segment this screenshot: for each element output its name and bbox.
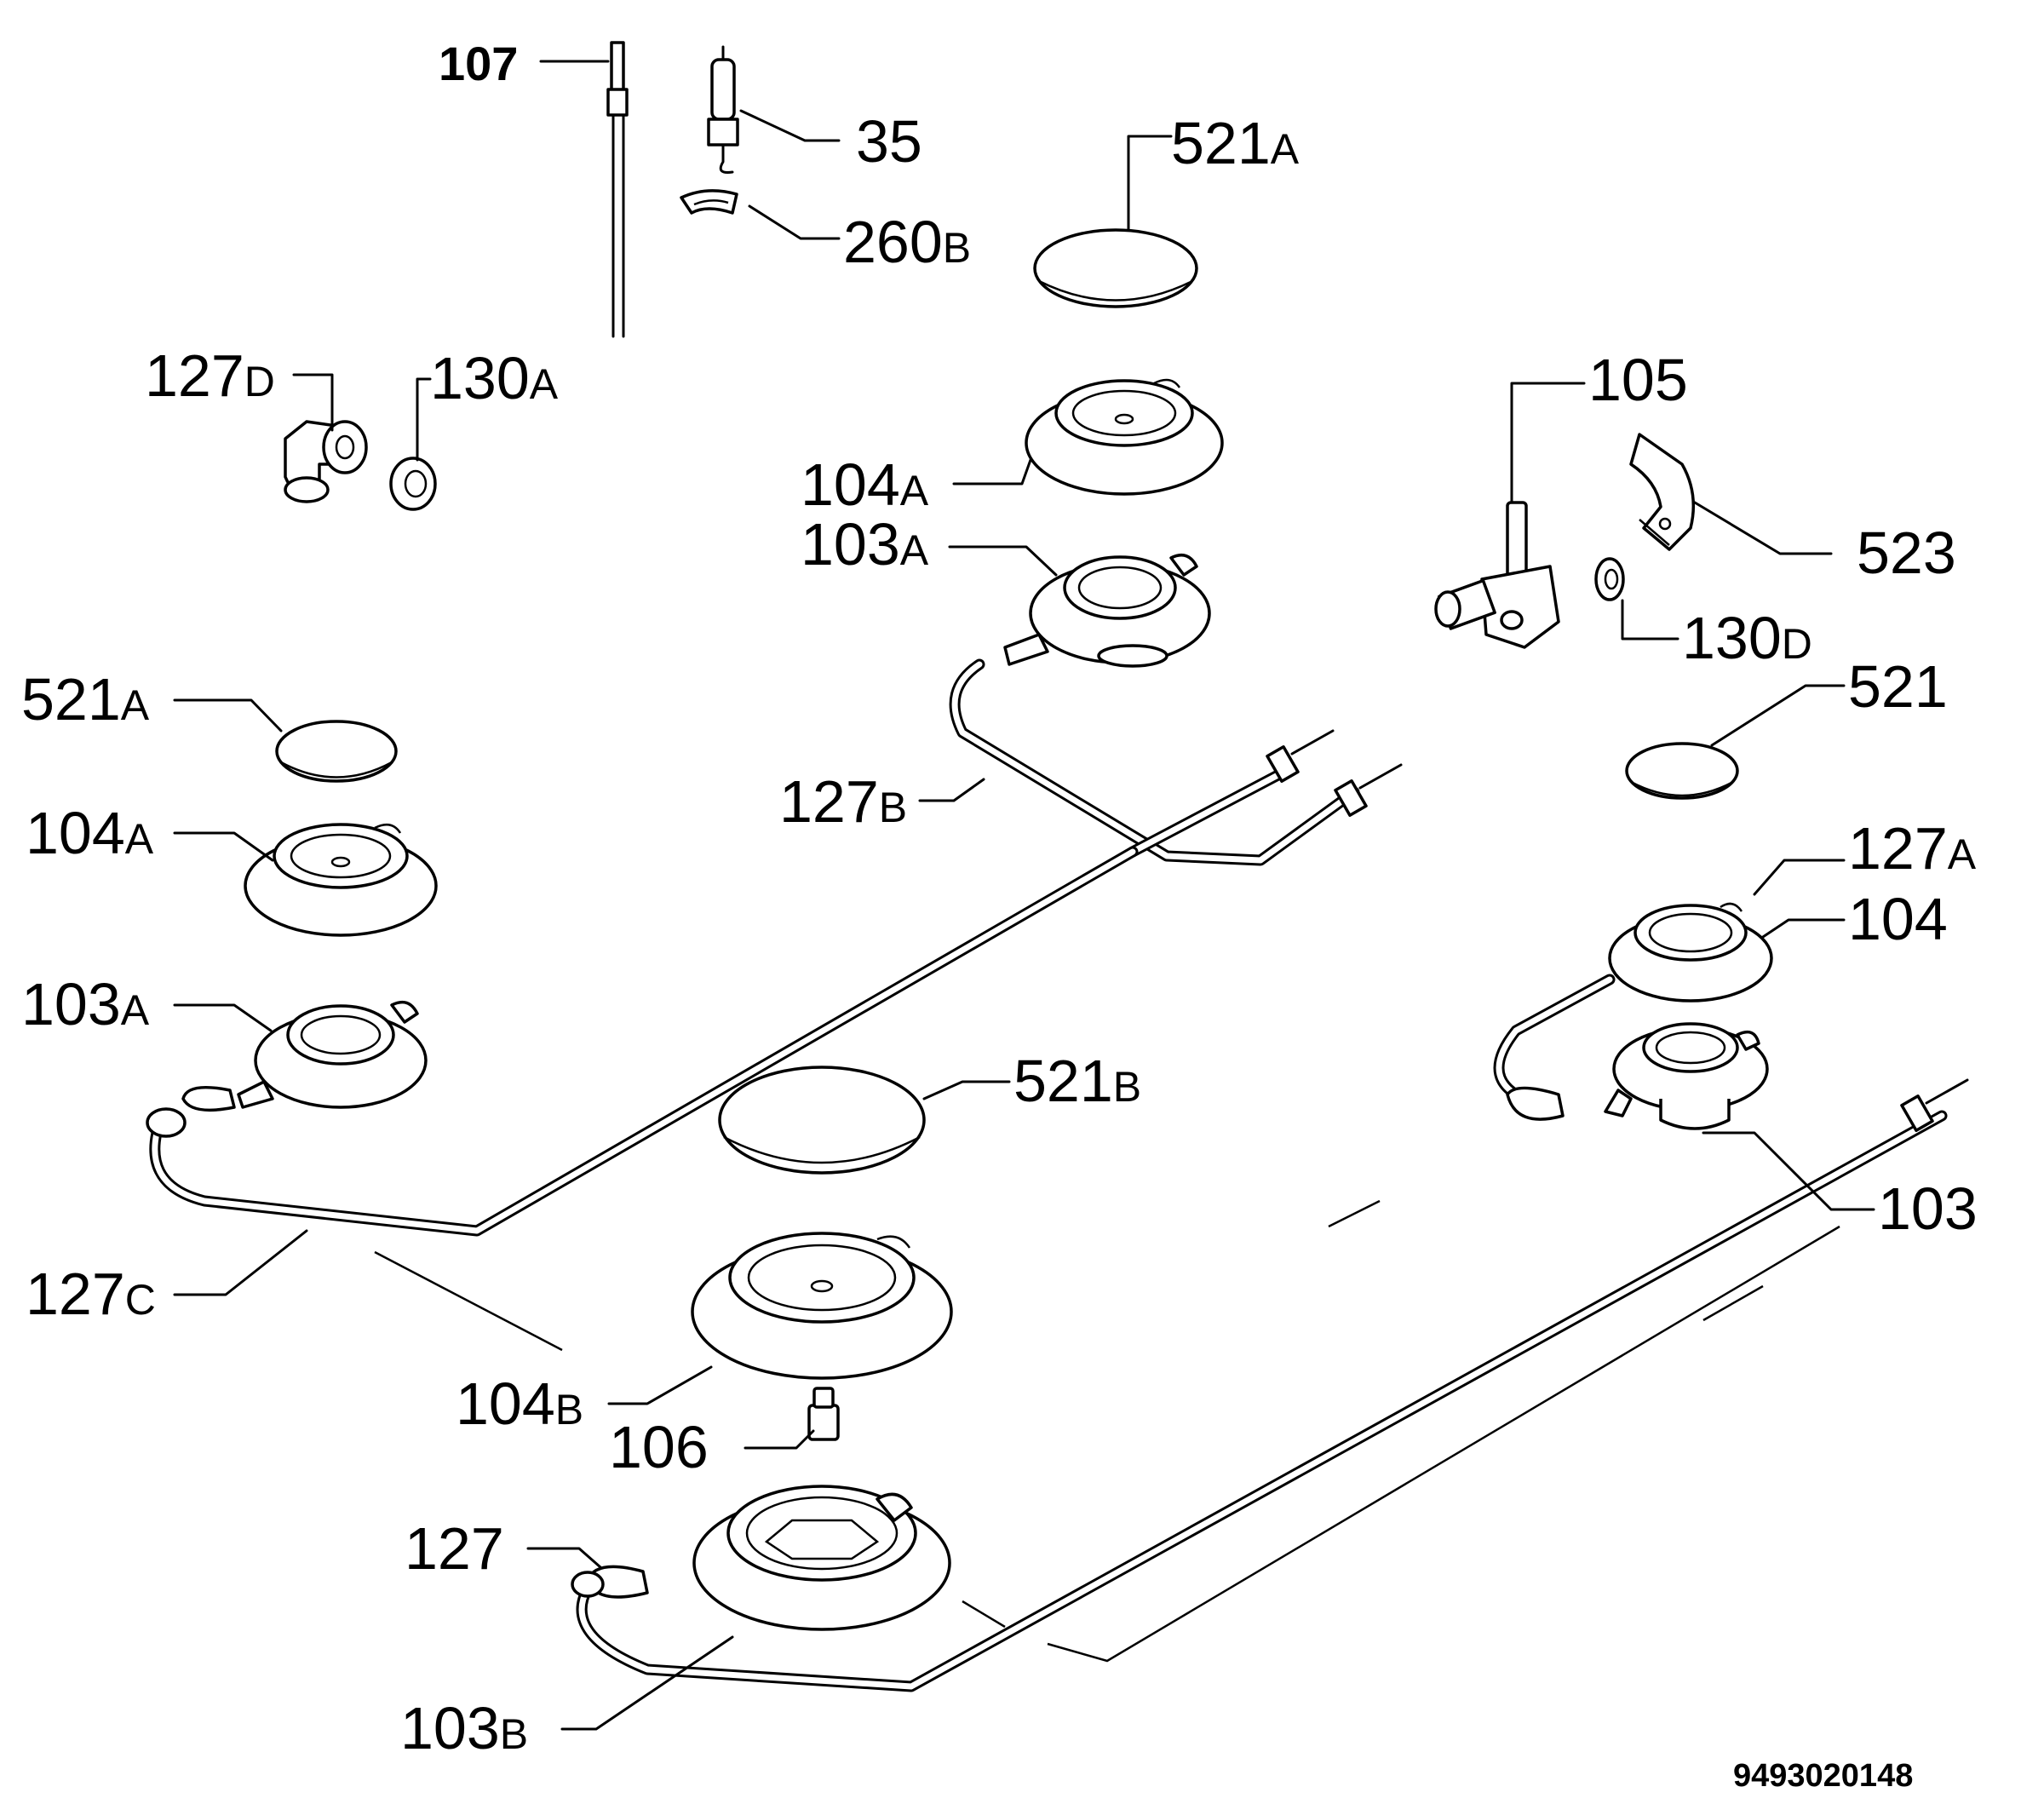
washer-130d [1594,557,1625,601]
label-521a-left: 521A [21,666,150,733]
label-521b: 521B [1013,1048,1141,1114]
burner-cap-521a-left [275,720,398,783]
label-104: 104 [1848,886,1948,952]
burner-crown-104b [691,1232,953,1380]
label-127c: 127C [26,1261,156,1327]
label-130d: 130D [1682,605,1812,671]
label-104b: 104B [456,1370,583,1437]
burner-base-103a-top [1003,553,1211,668]
burner-cap-521 [1625,742,1739,800]
label-130a: 130A [430,345,559,411]
burner-base-103 [1506,1022,1769,1130]
label-103a-top: 103A [801,511,929,577]
clip-260b [680,189,738,215]
label-103a-left: 103A [21,971,150,1037]
burner-crown-104a-left [244,823,438,937]
label-103: 103 [1878,1175,1978,1242]
burner-cap-521b [718,1066,926,1175]
burner-base-103b [571,1485,951,1631]
bracket-523 [1629,433,1696,551]
burner-cap-521a-top [1033,228,1198,308]
label-523: 523 [1857,520,1956,586]
gas-valve-105 [1434,501,1560,649]
label-104a-left: 104A [26,800,154,866]
burner-base-103a-left [146,1000,428,1138]
label-105: 105 [1588,347,1688,413]
ignition-electrode-35 [707,45,739,174]
thermocouple-107 [606,41,629,338]
label-127: 127 [405,1515,504,1582]
burner-crown-104 [1608,902,1773,1003]
washer-130a [389,457,437,511]
leader-lines [173,60,1875,1731]
label-127a: 127A [1848,815,1977,882]
label-104a-top: 104A [801,451,929,518]
label-103b: 103B [400,1695,528,1761]
injector-106 [807,1387,840,1441]
part-labels: 107 35 260B 521A 127D 130A 104A 103A 105… [21,37,1978,1794]
label-127b: 127B [779,768,907,835]
elbow-127d [284,420,368,503]
document-number: 9493020148 [1733,1758,1913,1794]
label-107: 107 [439,37,518,90]
label-260b: 260B [843,209,971,275]
burner-crown-104a-top [1025,378,1224,496]
label-127d: 127D [145,342,275,409]
label-106: 106 [609,1414,709,1480]
label-35: 35 [856,108,922,175]
label-521: 521 [1848,653,1948,720]
label-521a-top: 521A [1171,110,1300,176]
